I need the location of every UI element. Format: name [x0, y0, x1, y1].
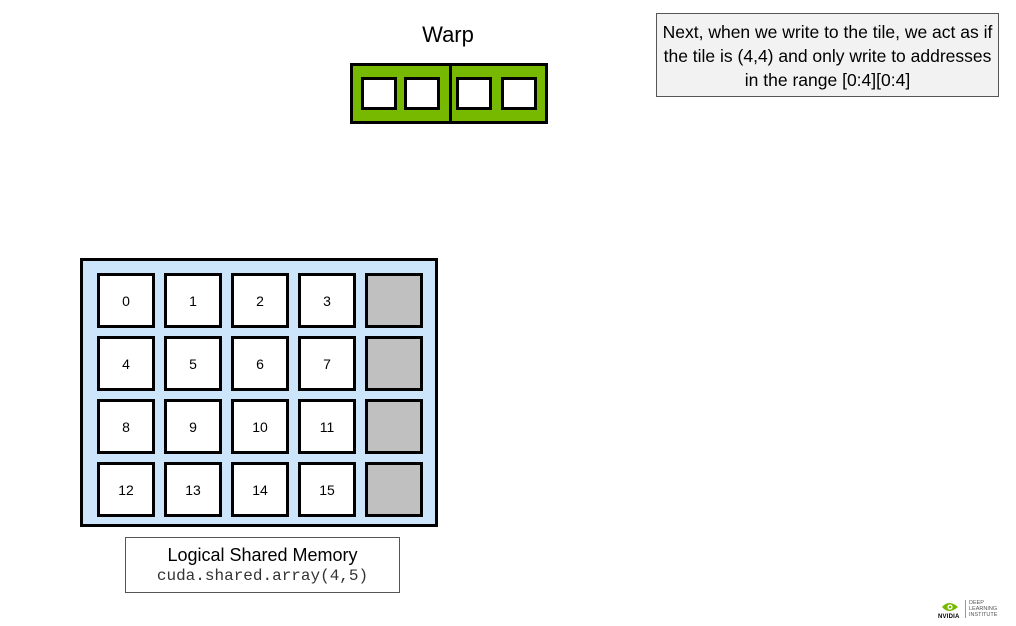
memory-cell: 12 [97, 462, 155, 517]
memory-cell: 4 [97, 336, 155, 391]
warp-lane-3 [501, 77, 537, 110]
logo-separator [965, 600, 966, 618]
memory-cell: 15 [298, 462, 356, 517]
padding-cell [365, 399, 423, 454]
dli-line-1: DEEP [969, 600, 984, 606]
callout-note: Next, when we write to the tile, we act … [656, 13, 999, 97]
memory-cell: 3 [298, 273, 356, 328]
memory-cell: 1 [164, 273, 222, 328]
padding-cell [365, 336, 423, 391]
warp-lane-1 [404, 77, 440, 110]
memory-cell: 11 [298, 399, 356, 454]
memory-cell: 14 [231, 462, 289, 517]
dli-text: DEEP LEARNING INSTITUTE [969, 600, 997, 619]
nvidia-wordmark: NVIDIA [938, 614, 960, 620]
memory-cell: 6 [231, 336, 289, 391]
nvidia-eye-icon [942, 603, 958, 611]
padding-cell [365, 273, 423, 328]
warp-divider [449, 66, 452, 121]
memory-cell: 0 [97, 273, 155, 328]
shared-memory-label-title: Logical Shared Memory [167, 545, 358, 565]
memory-cell: 2 [231, 273, 289, 328]
shared-memory-label-code: cuda.shared.array(4,5) [156, 567, 369, 585]
warp [350, 63, 548, 124]
memory-cell: 9 [164, 399, 222, 454]
memory-cell: 5 [164, 336, 222, 391]
dli-line-2: LEARNING [969, 606, 998, 613]
memory-cell: 13 [164, 462, 222, 517]
dli-line-3: INSTITUTE [969, 612, 998, 619]
shared-memory-label: Logical Shared Memory cuda.shared.array(… [125, 537, 400, 593]
warp-lane-2 [456, 77, 492, 110]
memory-cell: 10 [231, 399, 289, 454]
memory-cell: 7 [298, 336, 356, 391]
warp-title: Warp [422, 22, 474, 47]
memory-cell: 8 [97, 399, 155, 454]
padding-cell [365, 462, 423, 517]
warp-lane-0 [361, 77, 397, 110]
nvidia-dli-logo: NVIDIA DEEP LEARNING INSTITUTE [938, 598, 1004, 620]
